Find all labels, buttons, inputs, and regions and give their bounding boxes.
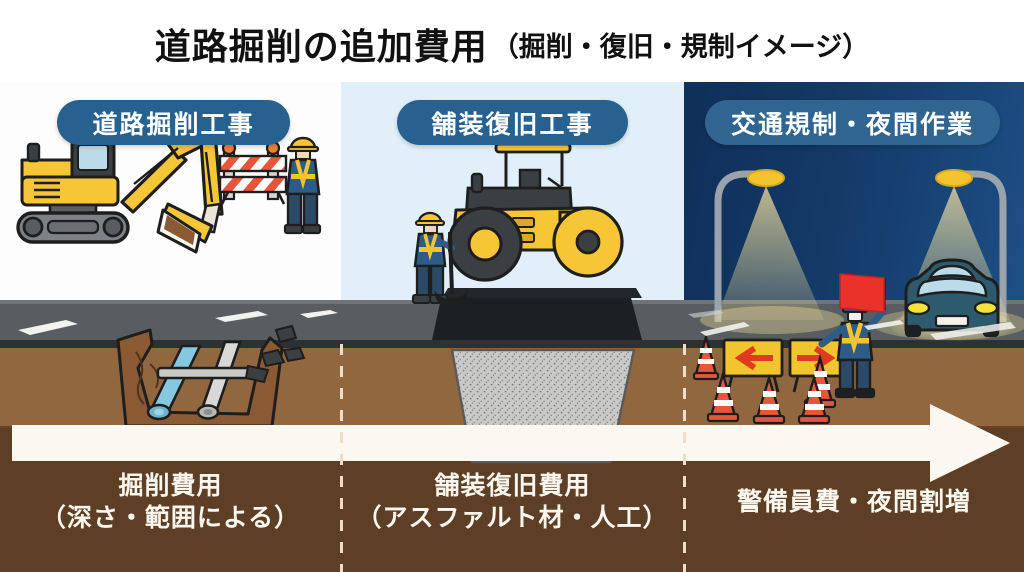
- car-icon: [890, 258, 1014, 342]
- panel-divider-2: [683, 344, 686, 572]
- badge-traffic-label: 交通規制・夜間作業: [730, 109, 974, 139]
- worker-with-rake-icon: [411, 211, 468, 310]
- traffic-cone-icon: [797, 373, 831, 425]
- arrow-sign-left-icon: [722, 338, 784, 393]
- badge-paving-label: 舗装復旧工事: [431, 109, 594, 139]
- caption-guard-night-cost: 警備員費・夜間割増: [684, 486, 1024, 518]
- night-road-markings: [688, 310, 1016, 340]
- asphalt-patch: [432, 288, 642, 340]
- traffic-cone-icon: [692, 332, 720, 381]
- scene-artwork: [16, 120, 1024, 464]
- caption-paving-line1: 舗装復旧費用: [434, 471, 591, 500]
- badge-excavation-work[interactable]: 道路掘削工事: [57, 100, 290, 145]
- right-arrow-icon: [930, 404, 1010, 482]
- page-title-sub: （掘削・復旧・規制イメージ）: [491, 31, 870, 63]
- worker-icon: [283, 136, 322, 235]
- road-edge-dark: [0, 340, 1024, 350]
- flagman-icon: [818, 273, 888, 399]
- caption-paving-cost: 舗装復旧費用 （アスファルト材・人工）: [341, 470, 684, 534]
- rubble-debris: [244, 324, 306, 384]
- page-title: 道路掘削の追加費用（掘削・復旧・規制イメージ）: [0, 10, 1024, 78]
- badge-traffic-control-night[interactable]: 交通規制・夜間作業: [705, 100, 1000, 145]
- badge-excavation-label: 道路掘削工事: [92, 109, 255, 139]
- panel-divider-1: [340, 344, 343, 572]
- water-pipe-icon: [146, 344, 203, 421]
- rake-icon: [434, 231, 468, 310]
- caption-excavation-cost: 掘削費用 （深さ・範囲による）: [0, 470, 341, 534]
- traffic-cone-icon: [706, 369, 740, 423]
- caption-excavation-line2: （深さ・範囲による）: [40, 503, 301, 532]
- caption-guard-line1: 警備員費・夜間割増: [736, 487, 971, 516]
- badge-paving-restoration[interactable]: 舗装復旧工事: [397, 100, 628, 145]
- caption-paving-line2: （アスファルト材・人工）: [356, 503, 669, 532]
- street-lamp-icon: [714, 169, 824, 322]
- illustration-scene: 道路掘削工事 舗装復旧工事 交通規制・夜間作業 掘削費用 （深さ・範囲による） …: [0, 82, 1024, 572]
- road-lane-markings: [18, 310, 338, 335]
- traffic-cone-icon: [752, 373, 786, 425]
- caption-excavation-line1: 掘削費用: [118, 471, 223, 500]
- road-roller-icon: [447, 142, 624, 282]
- gas-pipe-icon: [196, 340, 242, 420]
- red-flag-icon: [839, 273, 886, 313]
- progress-arrow-bar: [12, 425, 952, 461]
- barricade-icon: [218, 140, 288, 205]
- page-title-main: 道路掘削の追加費用: [154, 27, 488, 68]
